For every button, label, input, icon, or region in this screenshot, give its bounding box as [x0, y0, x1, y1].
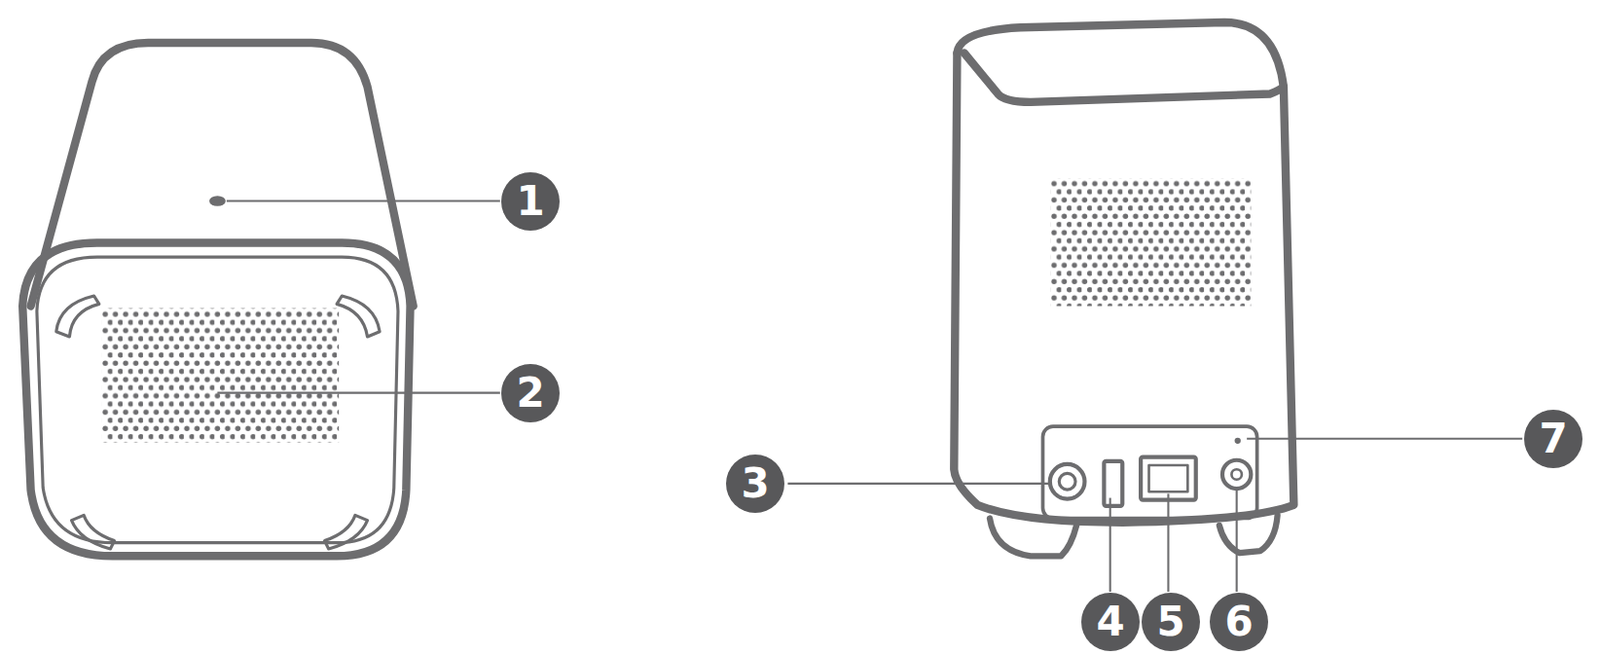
ethernet-port — [1140, 457, 1197, 501]
indicator-light — [209, 195, 226, 206]
callout-number: 2 — [501, 363, 560, 423]
leader-line — [1166, 493, 1169, 592]
leader-line — [1236, 489, 1238, 592]
usb-port — [1103, 461, 1123, 507]
power-port — [1050, 464, 1086, 500]
callout-number: 1 — [501, 172, 560, 231]
top-surface — [31, 42, 414, 306]
leader-line — [787, 482, 1049, 485]
front-face-inner — [36, 256, 399, 544]
reset-button — [1222, 460, 1251, 489]
callout-number: 3 — [726, 454, 785, 513]
callout-number: 7 — [1524, 409, 1583, 469]
body — [953, 53, 1294, 523]
leader-line — [217, 392, 500, 395]
top-opening — [964, 53, 1284, 103]
leader-line — [1109, 498, 1112, 592]
top-rim — [956, 22, 1283, 87]
callout-number: 4 — [1081, 592, 1140, 652]
speaker-grill — [102, 308, 339, 443]
front-face — [22, 242, 410, 556]
leader-line — [226, 199, 501, 202]
port-panel — [1042, 426, 1257, 518]
rear-grill — [1051, 178, 1251, 306]
pinhole — [1235, 437, 1241, 444]
callout-number: 5 — [1141, 592, 1200, 652]
leader-line — [1246, 437, 1523, 440]
callout-number: 6 — [1209, 592, 1269, 652]
